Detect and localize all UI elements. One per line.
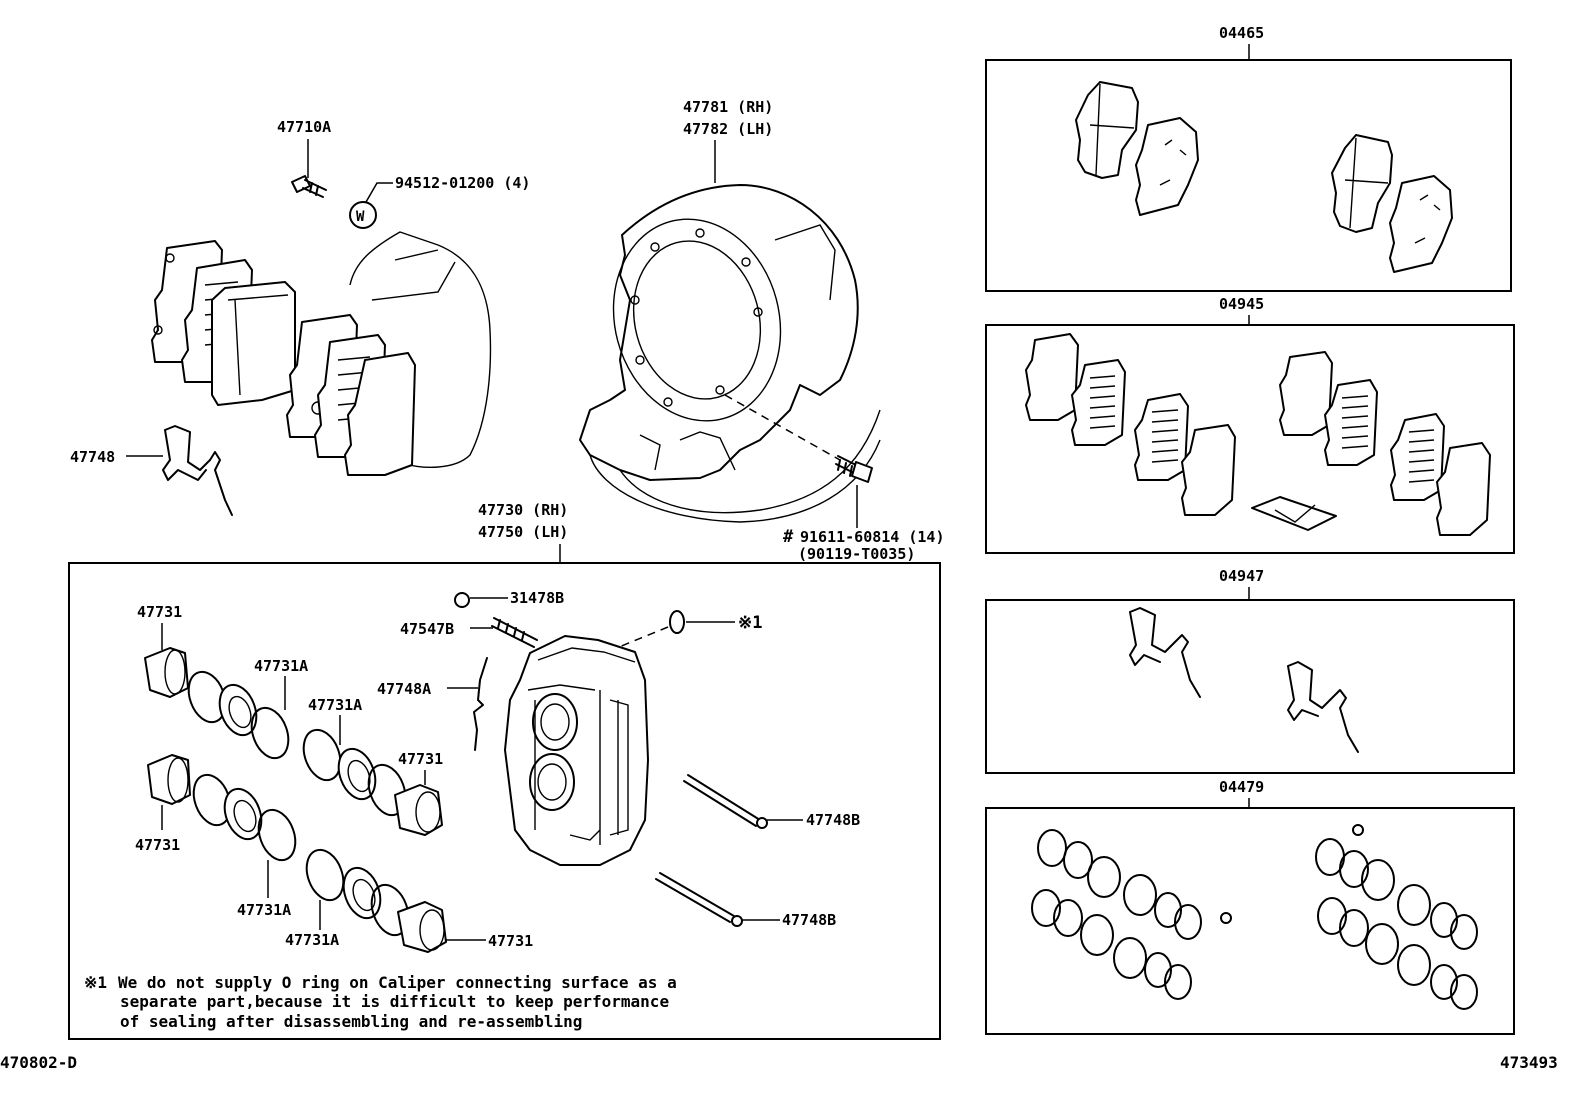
bolt-91611-group: # 91611-60814 (14) (90119-T0035): [783, 455, 945, 563]
label-47547B[interactable]: 47547B: [400, 620, 454, 638]
dust-cover-icon: [579, 184, 881, 523]
diagram-code: 470802-D: [0, 1053, 77, 1072]
kit-04945-pads-icon: [1025, 333, 1491, 536]
label-47781[interactable]: 47781 (RH): [683, 98, 773, 116]
label-47748B-1[interactable]: 47748B: [806, 811, 860, 829]
label-47731-2[interactable]: 47731: [135, 836, 180, 854]
label-47731-4[interactable]: 47731: [488, 932, 533, 950]
label-47748[interactable]: 47748: [70, 448, 115, 466]
kit-04479[interactable]: 04479: [985, 778, 1515, 1035]
label-47731-1[interactable]: 47731: [137, 603, 182, 621]
bolt-47710A-group: 47710A: [277, 118, 331, 198]
kit-04947-box: [985, 599, 1515, 774]
piston-set-4-icon: [305, 848, 447, 953]
kit-04465-pads-icon: [1075, 81, 1453, 273]
caliper-spring-icon: [473, 657, 488, 751]
caliper-body-icon: [504, 635, 649, 866]
caliper-parts: 31478B 47547B ※1 47748A 47748B: [84, 589, 860, 1031]
label-90119[interactable]: (90119-T0035): [798, 545, 915, 563]
kit-04947-spring-1-icon: [1129, 607, 1201, 698]
note-line-2: separate part,because it is difficult to…: [120, 992, 669, 1011]
label-47731A-1[interactable]: 47731A: [254, 657, 308, 675]
caliper-assembly-box: [68, 562, 941, 1040]
label-91611[interactable]: 91611-60814 (14): [800, 528, 945, 546]
label-oring-mark[interactable]: ※1: [738, 613, 762, 633]
kit-04479-code: 04479: [1219, 778, 1264, 796]
spring-47748-group: 47748: [70, 425, 233, 516]
bolt-91611-icon: [835, 455, 857, 477]
label-47731A-2[interactable]: 47731A: [237, 901, 291, 919]
bolt-47710A-icon: [291, 175, 327, 198]
label-47748A[interactable]: 47748A: [377, 680, 431, 698]
label-47731-3[interactable]: 47731: [398, 750, 443, 768]
caliper-pin-1-icon: [683, 774, 761, 827]
kit-04465-box: [985, 59, 1512, 292]
note-line-3: of sealing after disassembling and re-as…: [120, 1012, 582, 1031]
label-47730[interactable]: 47730 (RH): [478, 501, 568, 519]
piston-set-3-icon: [302, 728, 443, 836]
kit-04947-spring-2-icon: [1287, 661, 1359, 753]
bleeder-plug-icon: [491, 617, 538, 648]
label-47710A[interactable]: 47710A: [277, 118, 331, 136]
label-31478B[interactable]: 31478B: [510, 589, 564, 607]
caliper-pin-2-icon: [655, 872, 735, 923]
piston-set-2-icon: [147, 754, 297, 862]
label-94512[interactable]: 94512-01200 (4): [395, 174, 530, 192]
label-47748B-2[interactable]: 47748B: [782, 911, 836, 929]
kit-04947-code: 04947: [1219, 567, 1264, 585]
supply-note: ※1 We do not supply O ring on Caliper co…: [84, 973, 677, 1031]
note-line-1: We do not supply O ring on Caliper conne…: [118, 973, 677, 992]
kit-04945-box: [985, 324, 1515, 554]
kit-04945-code: 04945: [1219, 295, 1264, 313]
kit-04465[interactable]: 04465: [985, 24, 1512, 292]
note-mark: ※1: [84, 973, 107, 992]
label-47750[interactable]: 47750 (LH): [478, 523, 568, 541]
piston-set-1-icon: [144, 647, 290, 760]
kit-04947[interactable]: 04947: [985, 567, 1515, 774]
washer-symbol-icon: [349, 201, 377, 229]
dust-cover-group: 47781 (RH) 47782 (LH): [579, 98, 881, 523]
label-47782[interactable]: 47782 (LH): [683, 120, 773, 138]
label-47731A-4[interactable]: 47731A: [285, 931, 339, 949]
anti-squeal-spring-icon: [162, 425, 233, 516]
washer-symbol-label: W: [356, 209, 365, 225]
label-47731A-3[interactable]: 47731A: [308, 696, 362, 714]
washer-94512-group: 94512-01200 (4) W: [349, 174, 530, 229]
figure-number: 473493: [1500, 1053, 1558, 1072]
kit-04479-box: [985, 807, 1515, 1035]
bolt-91611-mark: #: [783, 527, 794, 547]
kit-04945[interactable]: 04945: [985, 295, 1515, 554]
brake-pad-set-left-icon: [151, 231, 492, 476]
bleeder-cap-icon: [454, 592, 470, 608]
kit-04465-code: 04465: [1219, 24, 1264, 42]
kit-04479-seals-icon: [1031, 824, 1478, 1010]
o-ring-icon: [669, 610, 685, 634]
